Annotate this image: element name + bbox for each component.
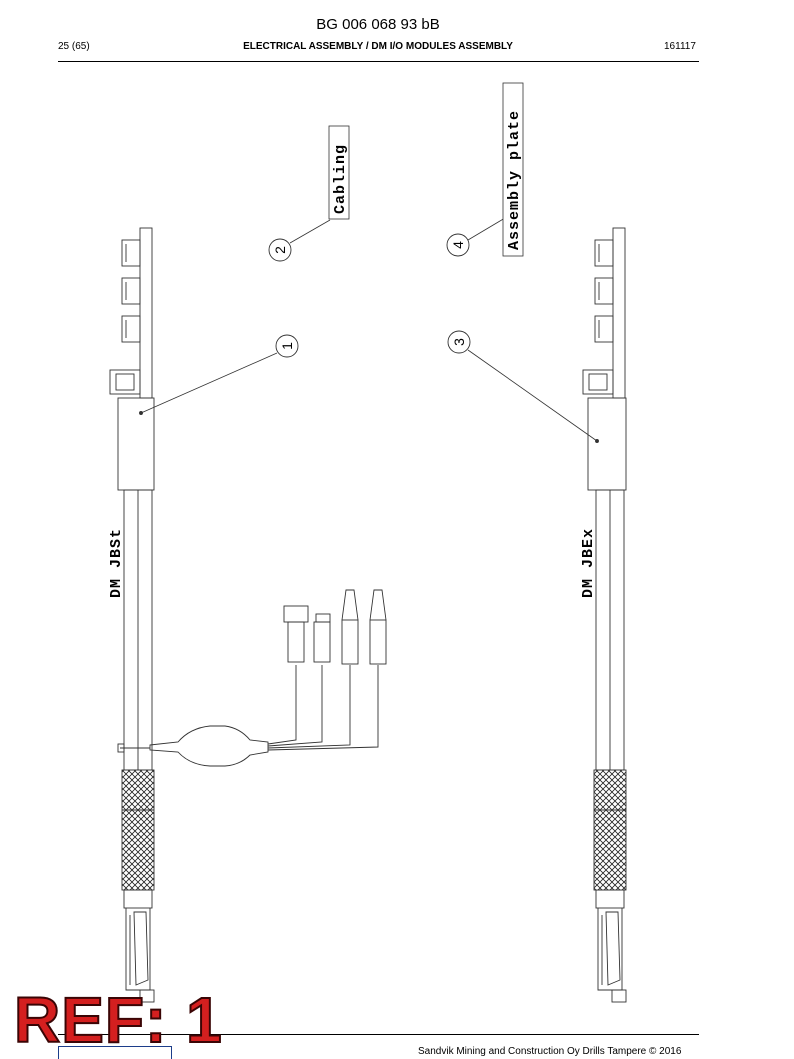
cabling-label: Cabling: [332, 144, 349, 214]
callout-1-leader: [140, 352, 278, 414]
jbst-box: [117, 397, 155, 491]
document-code: 161117: [664, 41, 696, 52]
dm-jbex-label: DM JBEx: [580, 528, 597, 598]
jbst-terminal-blocks: [109, 239, 141, 395]
callout-2-leader: [289, 219, 331, 244]
callout-3: 3: [447, 330, 471, 354]
header-rule: [58, 61, 699, 62]
callout-3-leader: [467, 349, 598, 442]
callout-3-number: 3: [451, 338, 467, 346]
callout-2-number: 2: [272, 246, 288, 254]
jbst-plug: [123, 889, 155, 1003]
jbex-braided-sleeve: [593, 769, 627, 891]
jbex-box: [587, 397, 627, 491]
dm-jbst-label: DM JBSt: [108, 528, 125, 598]
section-title: ELECTRICAL ASSEMBLY / DM I/O MODULES ASS…: [243, 41, 513, 52]
jbst-assembly: [109, 227, 387, 1003]
jbex-assembly: [582, 227, 627, 1003]
footer-copyright: Sandvik Mining and Construction Oy Drill…: [418, 1046, 682, 1057]
footer-rule: [58, 1034, 699, 1035]
ref-stamp: REF: 1: [13, 984, 223, 1056]
assembly-plate-label: Assembly plate: [506, 110, 523, 250]
jbst-braided-sleeve: [121, 769, 155, 891]
callout-4: 4: [446, 233, 470, 257]
callout-1: 1: [275, 334, 299, 358]
callout-1-number: 1: [279, 342, 295, 350]
jbst-breakout-body: [149, 725, 269, 767]
jbex-terminal-blocks: [582, 239, 614, 395]
callout-2: 2: [268, 238, 292, 262]
jbst-small-connectors: [283, 589, 387, 665]
callout-4-number: 4: [450, 241, 466, 249]
page-number: 25 (65): [58, 41, 90, 52]
document-number: BG 006 068 93 bB: [316, 16, 440, 33]
callout-4-leader: [467, 217, 506, 241]
jbex-plug: [595, 889, 627, 1003]
